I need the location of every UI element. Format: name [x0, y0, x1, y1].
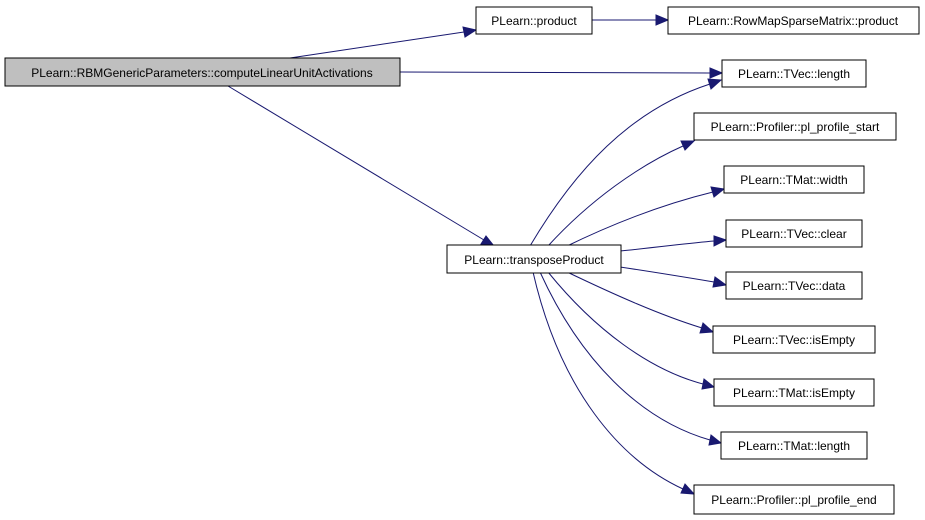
node-tmat-length[interactable]: PLearn::TMat::length	[720, 431, 868, 460]
node-profile-start-label: PLearn::Profiler::pl_profile_start	[711, 120, 880, 134]
node-tmat-width[interactable]: PLearn::TMat::width	[723, 165, 865, 194]
node-profile-start-box	[693, 112, 897, 141]
edge-root-to-tvec-length	[399, 67, 724, 79]
node-rowmap-product-box	[667, 6, 920, 35]
node-tmat-width-box	[723, 165, 865, 194]
node-tmat-length-box	[720, 431, 868, 460]
node-tvec-isempty-label: PLearn::TVec::isEmpty	[733, 333, 855, 347]
node-profile-start[interactable]: PLearn::Profiler::pl_profile_start	[693, 112, 897, 141]
edge-transpose-to-profile-start	[547, 140, 696, 247]
edge-root-to-transpose-product	[227, 85, 496, 247]
node-root-box	[4, 57, 401, 87]
node-tvec-isempty[interactable]: PLearn::TVec::isEmpty	[712, 325, 876, 354]
node-tvec-clear-label: PLearn::TVec::clear	[741, 227, 846, 241]
edge-root-to-product	[289, 26, 478, 59]
node-tmat-length-label: PLearn::TMat::length	[738, 439, 850, 453]
node-tvec-data-label: PLearn::TVec::data	[743, 279, 846, 293]
node-tvec-length[interactable]: PLearn::TVec::length	[721, 59, 867, 88]
node-tvec-clear[interactable]: PLearn::TVec::clear	[725, 219, 863, 248]
node-tvec-length-box	[721, 59, 867, 88]
edge-transpose-to-tmat-isempty	[547, 271, 716, 390]
node-transpose-product-label: PLearn::transposeProduct	[464, 253, 604, 267]
node-transpose-product-box	[446, 244, 622, 274]
node-tvec-clear-box	[725, 219, 863, 248]
edge-transpose-to-profile-end	[532, 271, 696, 495]
node-profile-end-label: PLearn::Profiler::pl_profile_end	[711, 493, 876, 507]
edges	[227, 14, 728, 495]
nodes: PLearn::RBMGenericParameters::computeLin…	[4, 6, 920, 515]
node-product-box	[475, 6, 593, 35]
node-tmat-isempty-label: PLearn::TMat::isEmpty	[733, 386, 855, 400]
edge-transpose-to-tvec-data	[619, 266, 728, 288]
node-profile-end[interactable]: PLearn::Profiler::pl_profile_end	[693, 484, 895, 515]
node-rowmap-product[interactable]: PLearn::RowMapSparseMatrix::product	[667, 6, 920, 35]
node-tmat-width-label: PLearn::TMat::width	[740, 173, 847, 187]
node-tvec-data-box	[725, 271, 863, 300]
edge-transpose-to-tvec-clear	[619, 235, 728, 252]
node-tvec-length-label: PLearn::TVec::length	[738, 67, 850, 81]
node-product[interactable]: PLearn::product	[475, 6, 593, 35]
node-tmat-isempty-box	[713, 378, 875, 407]
node-transpose-product[interactable]: PLearn::transposeProduct	[446, 244, 622, 274]
edge-transpose-to-tmat-width	[564, 186, 726, 248]
node-product-label: PLearn::product	[491, 14, 577, 28]
edge-product-to-rowmap-product	[592, 14, 670, 26]
node-tvec-isempty-box	[712, 325, 876, 354]
node-tmat-isempty[interactable]: PLearn::TMat::isEmpty	[713, 378, 875, 407]
edge-transpose-to-tmat-length	[539, 271, 723, 446]
edge-transpose-to-tvec-length	[529, 78, 723, 247]
edge-transpose-to-tvec-isempty	[564, 270, 715, 334]
node-profile-end-box	[693, 484, 895, 515]
node-tvec-data[interactable]: PLearn::TVec::data	[725, 271, 863, 300]
node-root[interactable]: PLearn::RBMGenericParameters::computeLin…	[4, 57, 401, 87]
node-root-label: PLearn::RBMGenericParameters::computeLin…	[31, 66, 372, 80]
node-rowmap-product-label: PLearn::RowMapSparseMatrix::product	[688, 14, 899, 28]
